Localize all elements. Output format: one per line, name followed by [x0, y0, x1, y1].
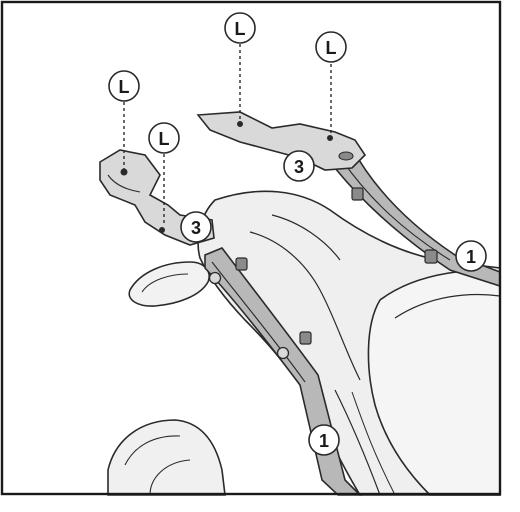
left-arm-bolt-mid [276, 346, 290, 360]
rear-fender [107, 419, 226, 496]
callout-L-c: L [108, 70, 140, 102]
callout-3-a: 3 [283, 150, 315, 182]
callout-3-b: 3 [180, 211, 212, 243]
left-plate-hole-1 [120, 168, 128, 176]
right-mounting-plate [196, 111, 367, 171]
body-contour-2 [271, 214, 341, 261]
callout-L-b: L [315, 31, 347, 63]
body-contour-3 [334, 389, 381, 496]
callout-L-a: L [224, 12, 256, 44]
callout-label: 3 [191, 218, 201, 238]
diagram-frame [0, 0, 502, 496]
callout-label: L [159, 129, 170, 149]
leader-lines [123, 44, 332, 226]
fender-line-2 [149, 459, 191, 496]
callout-1-a: 1 [455, 240, 487, 272]
fender-line-1 [124, 435, 181, 466]
left-arm-spacer-2 [299, 331, 312, 345]
left-arm-bolt-top [208, 271, 222, 285]
callout-1-b: 1 [308, 424, 340, 456]
seat [367, 269, 501, 496]
right-plate-shape [196, 111, 367, 171]
left-arm-highlight [211, 261, 306, 383]
right-arm-spacer-2 [424, 249, 438, 264]
motorcycle-body [107, 190, 501, 496]
right-plate-slot [338, 151, 354, 161]
left-plate-hole-2 [159, 227, 165, 233]
tail-light-inner [141, 273, 189, 293]
body-contour-4 [351, 391, 396, 496]
seat-edge-line [394, 293, 501, 319]
right-plate-hole-1 [237, 121, 243, 127]
right-plate-hole-2 [327, 135, 333, 141]
right-arm-spacer [351, 187, 364, 201]
tail-light [128, 261, 210, 307]
left-arm-spacer [235, 257, 248, 271]
callout-label: 3 [294, 157, 304, 177]
body-contour-1 [249, 231, 361, 381]
callout-label: L [119, 77, 130, 97]
callout-L-d: L [148, 122, 180, 154]
callout-label: 1 [319, 431, 329, 451]
callout-label: L [326, 38, 337, 58]
left-plate-edge [107, 174, 141, 193]
callout-label: L [235, 19, 246, 39]
callout-label: 1 [466, 247, 476, 267]
